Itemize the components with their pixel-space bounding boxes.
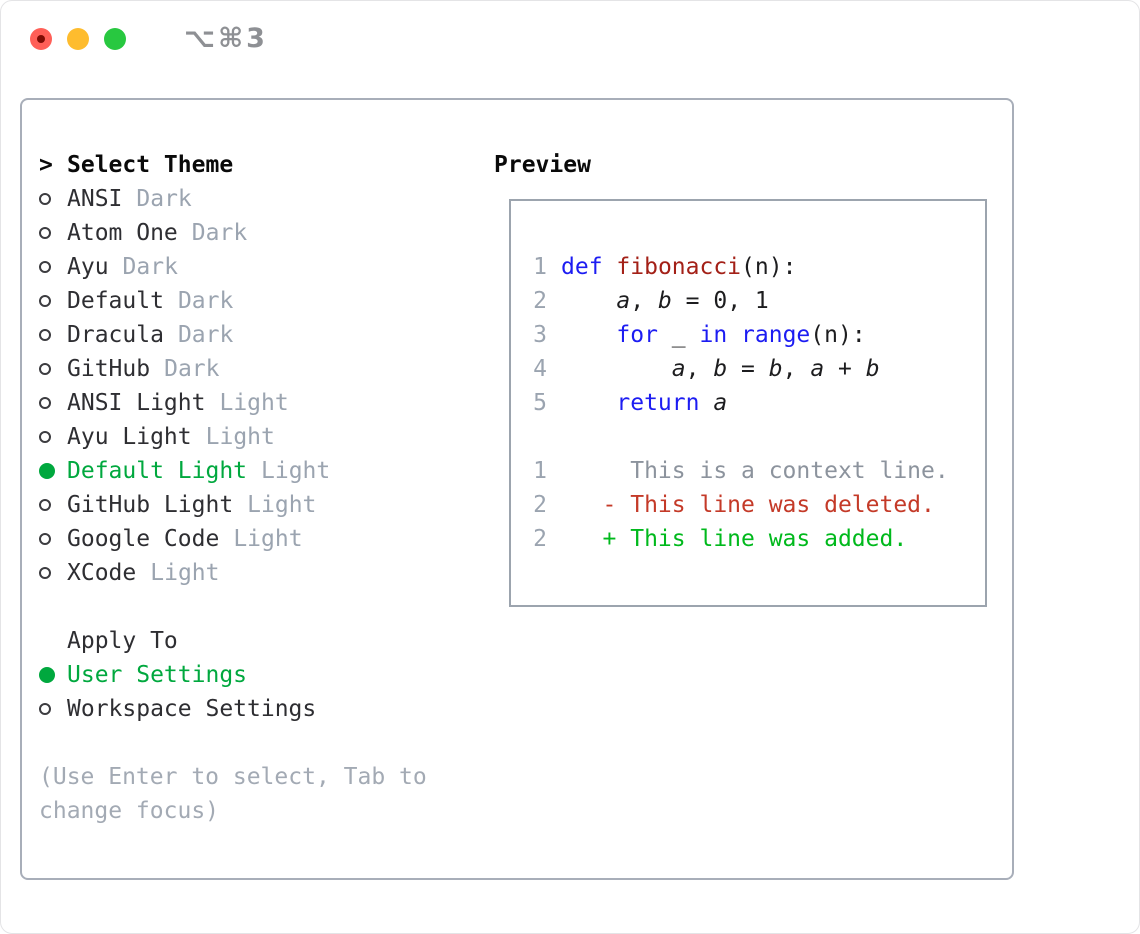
radio-unselected-icon (39, 499, 67, 511)
theme-item[interactable]: ANSI Light Light (39, 386, 509, 420)
diff-line-context: 1 This is a context line. (533, 454, 985, 488)
zoom-button-icon[interactable] (104, 27, 126, 50)
theme-item[interactable]: GitHub Light Light (39, 488, 509, 522)
option-label: Atom One (67, 220, 178, 246)
line-content: return a (616, 390, 728, 416)
radio-selected-icon (39, 463, 67, 479)
radio-unselected-icon (39, 363, 67, 375)
theme-item[interactable]: Ayu Light Light (39, 420, 509, 454)
theme-item[interactable]: Ayu Dark (39, 250, 509, 284)
line-number: 1 (533, 458, 547, 484)
diff-line-deleted: 2 - This line was deleted. (533, 488, 985, 522)
preview-line: 5 return a (533, 386, 985, 420)
preview-column: Preview 1 def fibonacci(n): 2 a, b = 0, … (494, 148, 1012, 878)
option-label: Google Code (67, 526, 220, 552)
radio-unselected-icon (39, 431, 67, 443)
line-number: 3 (533, 322, 547, 348)
line-content: - This line was deleted. (561, 492, 935, 518)
line-number: 2 (533, 526, 547, 552)
option-label: ANSI Light (67, 390, 206, 416)
line-content: a, b = 0, 1 (616, 288, 769, 314)
line-number: 1 (533, 254, 547, 280)
apply-option-selected[interactable]: User Settings (39, 658, 509, 692)
theme-item[interactable]: XCode Light (39, 556, 509, 590)
theme-variant-tag: Dark (122, 254, 178, 280)
radio-unselected-icon (39, 227, 67, 239)
theme-item[interactable]: Dracula Dark (39, 318, 509, 352)
option-label: GitHub (67, 356, 151, 382)
select-theme-header: > Select Theme (39, 148, 509, 182)
option-label: XCode (67, 560, 137, 586)
line-number: 2 (533, 492, 547, 518)
preview-line: 1 def fibonacci(n): (533, 250, 985, 284)
select-theme-title: Select Theme (67, 152, 234, 178)
titlebar: ⌥⌘3 (1, 1, 1139, 76)
theme-variant-tag: Dark (136, 186, 192, 212)
radio-unselected-icon (39, 567, 67, 579)
radio-unselected-icon (39, 295, 67, 307)
line-number: 4 (533, 356, 547, 382)
prompt-icon: > (39, 152, 53, 178)
code-preview: 1 def fibonacci(n): 2 a, b = 0, 1 3 for … (533, 250, 985, 420)
apply-to-list: User Settings Workspace Settings (39, 658, 509, 726)
diff-preview: 1 This is a context line. 2 - This line … (533, 454, 985, 556)
option-label: Default Light (67, 458, 248, 484)
theme-item[interactable]: ANSI Dark (39, 182, 509, 216)
option-label: ANSI (67, 186, 123, 212)
line-number: 5 (533, 390, 547, 416)
theme-variant-tag: Dark (177, 322, 234, 348)
option-label: User Settings (67, 662, 248, 688)
theme-variant-tag: Light (233, 526, 303, 552)
option-label: Ayu Light (67, 424, 192, 450)
radio-unselected-icon (39, 397, 67, 409)
radio-unselected-icon (39, 261, 67, 273)
line-content: def fibonacci(n): (561, 254, 797, 280)
line-content: a, b = b, a + b (671, 356, 880, 382)
minimize-button-icon[interactable] (67, 27, 89, 50)
close-button-icon[interactable] (30, 27, 52, 50)
preview-line: 3 for _ in range(n): (533, 318, 985, 352)
apply-to-header: Apply To (39, 624, 509, 658)
line-content: + This line was added. (561, 526, 908, 552)
theme-list-column: > Select Theme ANSI Dark Atom One Dark A… (39, 148, 509, 878)
theme-variant-tag: Dark (191, 220, 248, 246)
radio-unselected-icon (39, 193, 67, 205)
option-label: Workspace Settings (67, 696, 317, 722)
option-label: Dracula (67, 322, 164, 348)
radio-unselected-icon (39, 703, 67, 715)
option-label: Ayu (67, 254, 109, 280)
help-text: (Use Enter to select, Tab to change focu… (39, 764, 427, 824)
apply-to-title: Apply To (67, 628, 178, 654)
theme-item-selected[interactable]: Default Light Light (39, 454, 509, 488)
line-number: 2 (533, 288, 547, 314)
option-label: GitHub Light (67, 492, 234, 518)
theme-variant-tag: Light (219, 390, 289, 416)
radio-unselected-icon (39, 533, 67, 545)
line-content: for _ in range(n): (616, 322, 866, 348)
theme-picker-panel: > Select Theme ANSI Dark Atom One Dark A… (20, 98, 1014, 880)
line-content: This is a context line. (561, 458, 949, 484)
preview-line: 2 a, b = 0, 1 (533, 284, 985, 318)
radio-selected-icon (39, 667, 67, 683)
theme-item[interactable]: GitHub Dark (39, 352, 509, 386)
radio-unselected-icon (39, 329, 67, 341)
window-title: ⌥⌘3 (184, 23, 268, 54)
diff-line-added: 2 + This line was added. (533, 522, 985, 556)
theme-variant-tag: Dark (164, 356, 220, 382)
theme-item[interactable]: Google Code Light (39, 522, 509, 556)
theme-variant-tag: Light (205, 424, 275, 450)
apply-option[interactable]: Workspace Settings (39, 692, 509, 726)
preview-title: Preview (494, 152, 591, 178)
theme-variant-tag: Light (261, 458, 331, 484)
theme-variant-tag: Dark (177, 288, 234, 314)
preview-line: 4 a, b = b, a + b (533, 352, 985, 386)
theme-item[interactable]: Default Dark (39, 284, 509, 318)
theme-item[interactable]: Atom One Dark (39, 216, 509, 250)
theme-list: ANSI Dark Atom One Dark Ayu Dark Default… (39, 182, 509, 590)
option-label: Default (67, 288, 164, 314)
theme-variant-tag: Light (150, 560, 220, 586)
preview-box: 1 def fibonacci(n): 2 a, b = 0, 1 3 for … (509, 199, 987, 607)
theme-variant-tag: Light (247, 492, 317, 518)
